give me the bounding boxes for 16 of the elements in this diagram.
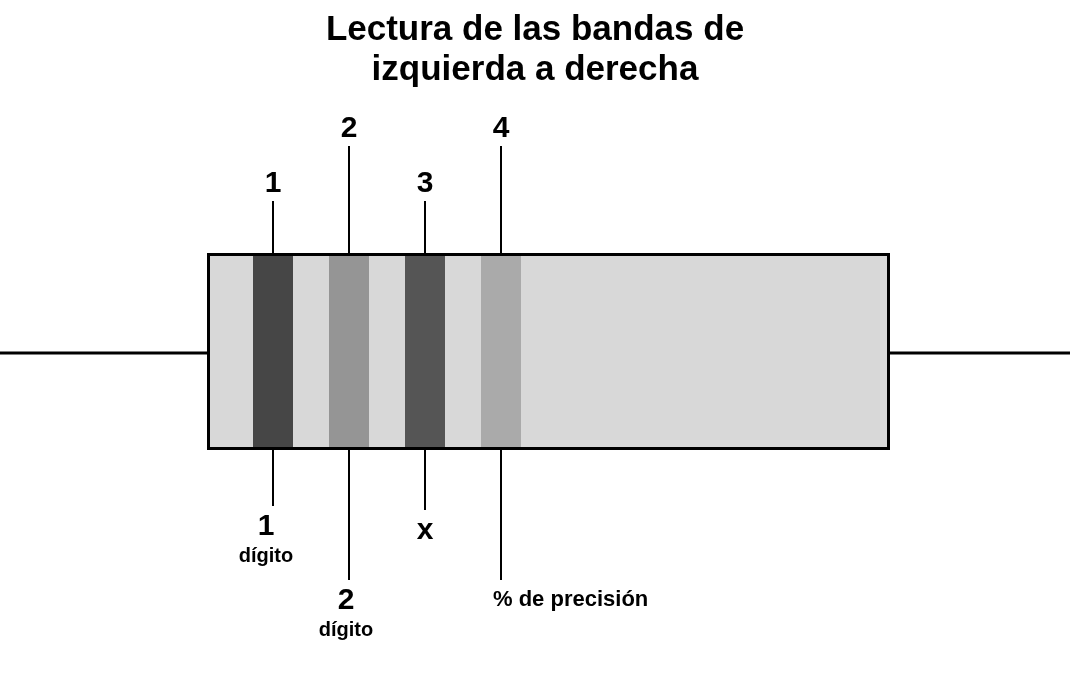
band-caption: dígito	[237, 543, 295, 568]
band-label: 3	[365, 165, 485, 199]
color-band	[481, 256, 521, 447]
color-band	[253, 256, 293, 447]
band-label: x	[365, 512, 485, 546]
band-number: 1	[256, 508, 276, 542]
color-band	[405, 256, 445, 447]
resistor-body	[207, 253, 890, 450]
band-label: % de precisión	[493, 582, 649, 616]
band-label: 4	[441, 110, 561, 144]
band-label: 2	[289, 110, 409, 144]
band-number: 2	[336, 582, 356, 616]
band-label: 1	[213, 165, 333, 199]
title: Lectura de las bandas de izquierda a derecha	[324, 8, 746, 88]
band-caption: dígito	[317, 617, 375, 642]
color-band	[329, 256, 369, 447]
